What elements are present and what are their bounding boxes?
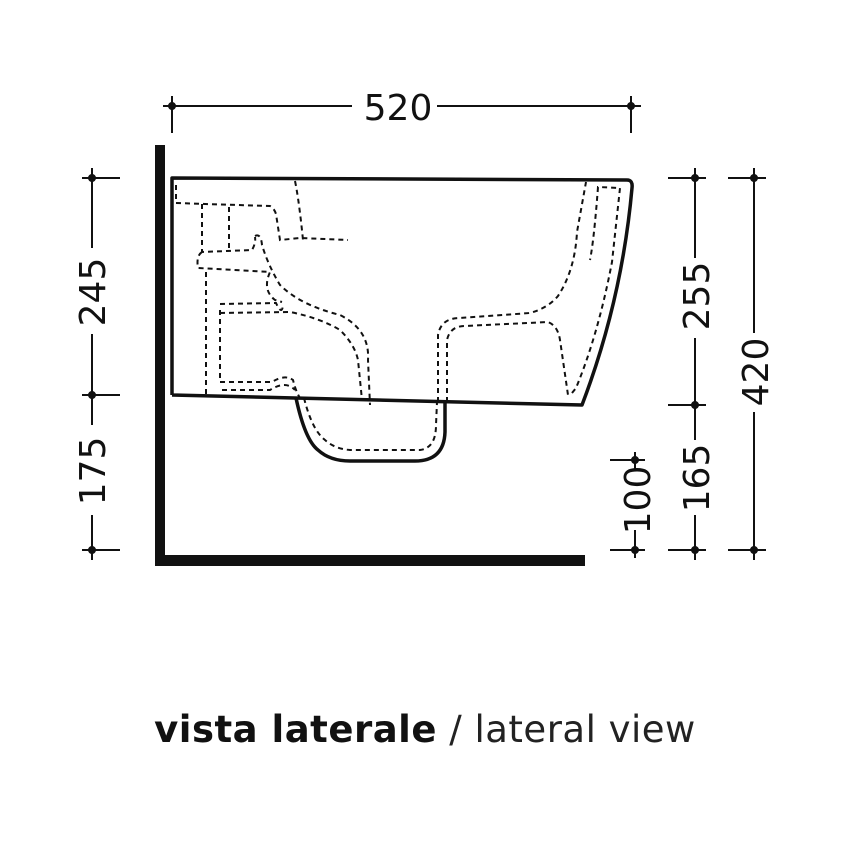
caption-italian: vista laterale bbox=[154, 708, 437, 751]
caption-english: lateral view bbox=[474, 708, 696, 751]
dimension-inner-small-label: 100 bbox=[618, 466, 659, 535]
dimension-width bbox=[163, 96, 641, 133]
dimension-left-lower-label: 175 bbox=[73, 437, 114, 506]
dimension-right-small bbox=[610, 452, 645, 558]
caption-separator: / bbox=[436, 708, 475, 751]
hidden-lines bbox=[176, 181, 622, 451]
dimension-right-total bbox=[728, 168, 766, 560]
dimension-right-total-label: 420 bbox=[736, 338, 777, 407]
fixture-outline bbox=[170, 176, 634, 463]
wall-floor bbox=[155, 145, 585, 566]
dimension-right-chain bbox=[668, 168, 706, 560]
dimension-right-lower-label: 165 bbox=[677, 444, 718, 513]
dimension-width-label: 520 bbox=[364, 88, 433, 129]
caption: vista laterale / lateral view bbox=[0, 708, 850, 751]
dimension-left-upper-label: 245 bbox=[73, 258, 114, 327]
dimension-right-upper-label: 255 bbox=[677, 262, 718, 331]
dimension-left-chain bbox=[82, 168, 120, 560]
